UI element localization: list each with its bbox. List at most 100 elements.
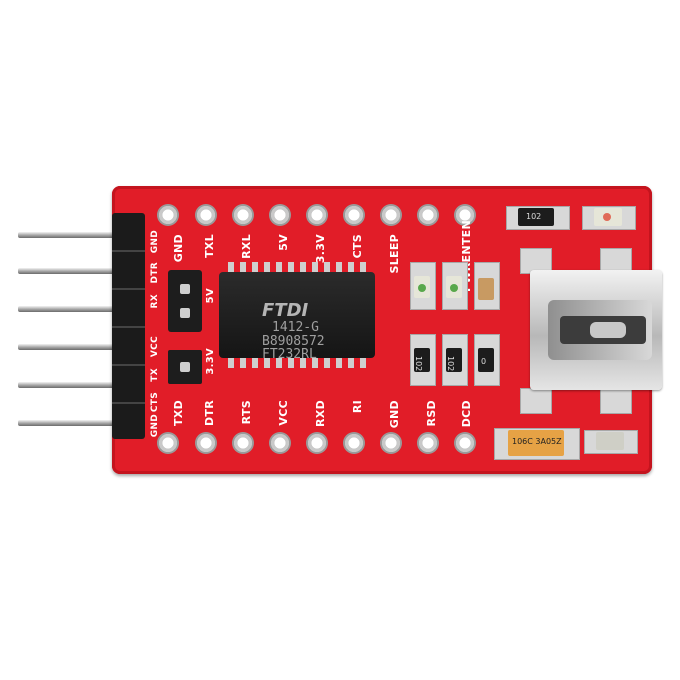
chip-leg (312, 262, 318, 274)
pin-header-divider (112, 364, 145, 366)
usb-mount-pad (520, 388, 552, 414)
chip-leg (312, 356, 318, 368)
header-label-tx: TX (150, 368, 160, 382)
chip-leg (300, 356, 306, 368)
silk-label-vcc: VCC (277, 400, 290, 426)
header-pin-4 (18, 344, 146, 350)
chip-leg (264, 262, 270, 274)
resistor-102-b-label: 102 (446, 356, 455, 372)
silk-label-5v: 5V (277, 234, 290, 251)
chip-line-3: FT232RL (262, 347, 317, 362)
silk-label-rsd: RSD (425, 400, 438, 427)
silk-label-dtr: DTR (203, 400, 216, 427)
bottom-pad (269, 432, 291, 454)
usb-mount-pad (600, 248, 632, 274)
header-pin-3 (18, 306, 146, 312)
chip-leg (252, 262, 258, 274)
header-pin-1 (18, 232, 146, 238)
chip-leg (252, 356, 258, 368)
resistor-102-a (414, 348, 430, 372)
ft232rl-chip (219, 272, 375, 358)
pin-header-divider (112, 402, 145, 404)
top-pad (195, 204, 217, 226)
bottom-pad (195, 432, 217, 454)
capacitor-label: 106C 3A05Z (512, 437, 562, 446)
resistor-0-label: 0 (481, 357, 487, 366)
chip-leg (264, 356, 270, 368)
top-pad (157, 204, 179, 226)
jumper-pin (180, 362, 190, 372)
chip-leg (324, 356, 330, 368)
chip-leg (336, 356, 342, 368)
header-label-rx: RX (150, 294, 160, 309)
chip-logo: FTDI (262, 300, 309, 321)
header-label-vcc: VCC (150, 336, 160, 358)
header-label-gnd-2: GND (150, 414, 160, 438)
header-pin-6 (18, 420, 146, 426)
chip-line-1: 1412-G (272, 320, 319, 335)
usb-mount-pad (520, 248, 552, 274)
silk-label-3v3: 3.3V (314, 234, 327, 264)
resistor-0 (478, 348, 494, 372)
resistor-102-a-label: 102 (414, 356, 423, 372)
silk-label-rts: RTS (240, 400, 253, 425)
bottom-pad (232, 432, 254, 454)
bottom-pad (454, 432, 476, 454)
chip-leg (288, 262, 294, 274)
jumper-pin (180, 308, 190, 318)
tantalum-capacitor (508, 430, 564, 456)
chip-leg (360, 262, 366, 274)
smd-resistor (596, 432, 624, 450)
top-pad (380, 204, 402, 226)
header-pin-2 (18, 268, 146, 274)
silk-label-rxl: RXL (240, 234, 253, 259)
chip-leg (240, 262, 246, 274)
top-pad (232, 204, 254, 226)
led-green-dot (450, 284, 458, 292)
chip-line-2: B8908572 (262, 334, 325, 349)
silk-label-gnd-top: GND (172, 234, 185, 263)
chip-leg (228, 262, 234, 274)
usb-mount-pad (600, 388, 632, 414)
top-pad (343, 204, 365, 226)
bottom-pad (157, 432, 179, 454)
silk-label-ri: RI (351, 400, 364, 414)
silk-label-sleep: SLEEP (388, 234, 401, 274)
silk-label-txd: TXD (172, 400, 185, 427)
voltage-jumper[interactable] (168, 270, 202, 332)
usb-port-contact (590, 322, 626, 338)
header-pin-5 (18, 382, 146, 388)
pin-header-divider (112, 288, 145, 290)
power-led-dot (603, 213, 611, 221)
resistor-102-top-label: 102 (526, 212, 542, 221)
bottom-pad (343, 432, 365, 454)
chip-leg (300, 262, 306, 274)
header-label-dtr: DTR (150, 262, 160, 284)
pin-header-divider (112, 250, 145, 252)
chip-leg (228, 356, 234, 368)
chip-leg (288, 356, 294, 368)
bottom-pad (306, 432, 328, 454)
chip-leg (360, 356, 366, 368)
smd-capacitor (478, 278, 494, 300)
silk-label-gnd-bottom: GND (388, 400, 401, 429)
pin-header-divider (112, 326, 145, 328)
jumper-label-3v3: 3.3V (205, 348, 216, 375)
top-pad (306, 204, 328, 226)
chip-leg (240, 356, 246, 368)
silk-label-rxd: RXD (314, 400, 327, 427)
silk-label-cts: CTS (351, 234, 364, 259)
bottom-pad (417, 432, 439, 454)
top-pad (417, 204, 439, 226)
top-pad (454, 204, 476, 226)
header-label-cts: CTS (150, 392, 160, 413)
chip-leg (276, 262, 282, 274)
led-green-dot (418, 284, 426, 292)
bottom-pad (380, 432, 402, 454)
chip-leg (336, 262, 342, 274)
silk-label-dcd: DCD (460, 400, 473, 428)
jumper-pin (180, 284, 190, 294)
resistor-102-top (518, 208, 554, 226)
chip-leg (348, 356, 354, 368)
